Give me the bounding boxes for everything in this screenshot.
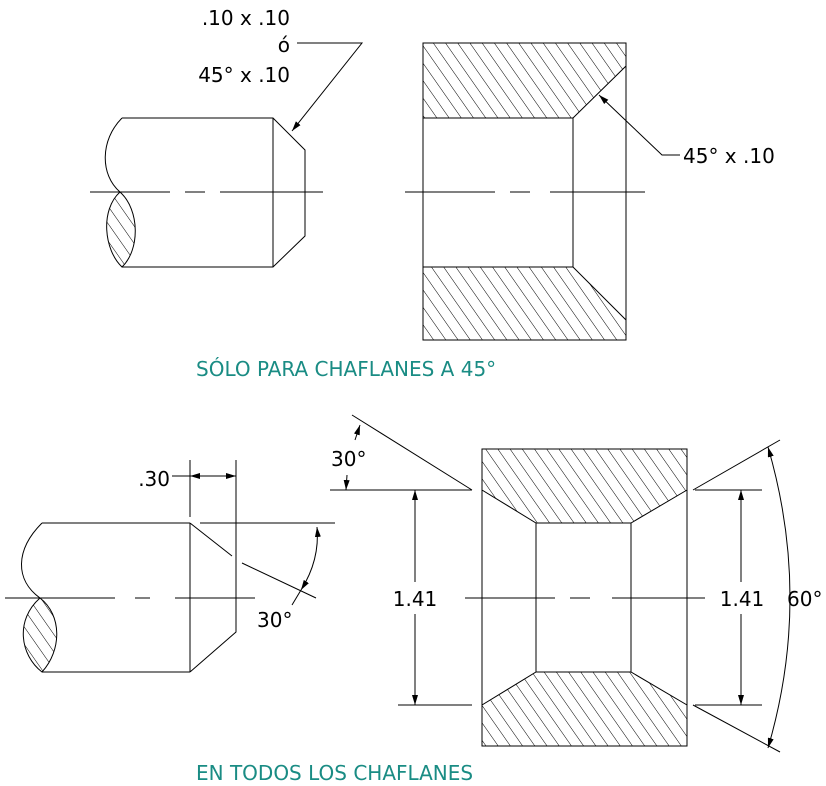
top-shaft-view: .10 x .10 ó 45° x .10 (90, 6, 364, 268)
bottom-bushing-view: 1.41 30° 1.41 60° (330, 414, 822, 753)
angle-arc (300, 526, 321, 591)
length-dimension: .30 (138, 467, 170, 491)
leader-line (598, 94, 680, 156)
section-hatch-top (481, 448, 688, 524)
chamfer-label-or: ó (278, 33, 290, 57)
section-hatch-bottom (422, 266, 627, 341)
angle-dimension-left: 30° (331, 447, 366, 471)
leader-line (291, 42, 364, 132)
section-hatch-top (422, 42, 627, 119)
break-section-hatch (106, 191, 136, 268)
caption-45: SÓLO PARA CHAFLANES A 45° (196, 357, 496, 381)
break-section-hatch (22, 597, 58, 673)
angle-dimension: 30° (257, 608, 292, 632)
chamfer-label-1: .10 x .10 (202, 6, 290, 30)
included-angle-dimension: 60° (787, 587, 822, 611)
caption-all: EN TODOS LOS CHAFLANES (196, 761, 473, 785)
diameter-dimension-right: 1.41 (720, 587, 765, 611)
bushing-chamfer-label: 45° x .10 (683, 144, 775, 168)
section-hatch-bottom (481, 671, 688, 747)
diameter-dimension-left: 1.41 (393, 587, 438, 611)
chamfer-label-2: 45° x .10 (198, 63, 290, 87)
top-bushing-view: 45° x .10 (405, 42, 775, 341)
bottom-shaft-view: .30 30° (5, 460, 335, 673)
angle-arc (767, 446, 791, 749)
